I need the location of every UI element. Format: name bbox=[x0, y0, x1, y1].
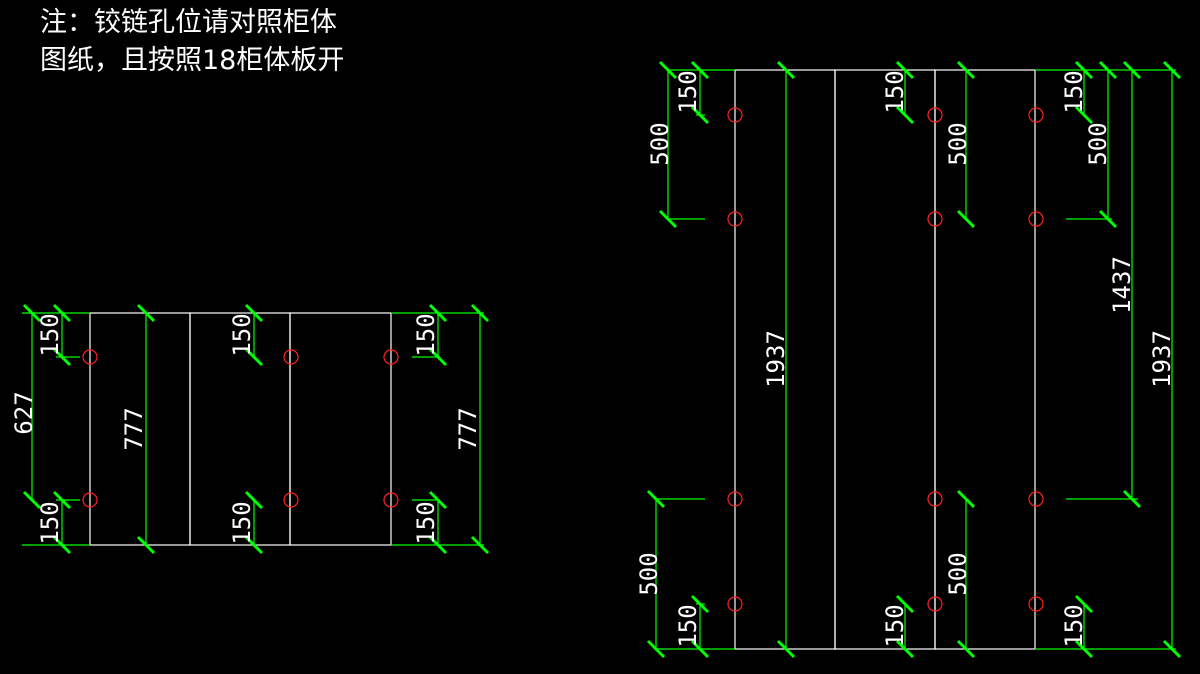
hinge-hole bbox=[1028, 211, 1044, 227]
large-right-dimension: 150 500 1437 1937 150 bbox=[1036, 60, 1182, 659]
hinge-hole bbox=[727, 107, 743, 123]
hinge-hole bbox=[727, 491, 743, 507]
dim-label: 150 bbox=[228, 313, 256, 356]
hinge-hole bbox=[383, 349, 399, 365]
hinge-hole bbox=[383, 492, 399, 508]
large-mid-dimension: 150 500 500 150 bbox=[881, 60, 976, 659]
hinge-hole bbox=[727, 596, 743, 612]
hinge-hole bbox=[927, 596, 943, 612]
dim-label: 150 bbox=[1060, 604, 1088, 647]
hinge-hole bbox=[283, 349, 299, 365]
note-text: 注：铰链孔位请对照柜体 图纸，且按照18柜体板开 bbox=[40, 4, 344, 80]
hinge-hole bbox=[927, 211, 943, 227]
dim-label: 500 bbox=[635, 552, 663, 595]
hinge-hole bbox=[1028, 491, 1044, 507]
hinge-hole bbox=[1028, 596, 1044, 612]
note-line-1: 注：铰链孔位请对照柜体 bbox=[40, 7, 337, 38]
note-line-2: 图纸，且按照18柜体板开 bbox=[40, 45, 345, 76]
hinge-hole bbox=[1028, 107, 1044, 123]
hinge-hole bbox=[283, 492, 299, 508]
dim-label: 150 bbox=[36, 501, 64, 544]
hinge-hole bbox=[82, 349, 98, 365]
large-board-3 bbox=[934, 69, 1036, 650]
dim-label: 150 bbox=[674, 604, 702, 647]
dim-label: 500 bbox=[1084, 122, 1112, 165]
dim-label: 1937 bbox=[1148, 330, 1176, 388]
small-mid-dimension: 150 150 bbox=[228, 303, 264, 555]
dim-label: 1937 bbox=[762, 330, 790, 388]
dim-label: 150 bbox=[674, 70, 702, 113]
hinge-hole bbox=[927, 491, 943, 507]
large-board-2 bbox=[834, 69, 936, 650]
dim-label: 500 bbox=[944, 122, 972, 165]
large-left-dimension-bottom: 500 150 bbox=[635, 489, 735, 659]
dim-label: 150 bbox=[412, 501, 440, 544]
dim-label: 150 bbox=[412, 313, 440, 356]
dim-label: 150 bbox=[881, 604, 909, 647]
dim-label: 777 bbox=[120, 407, 148, 450]
hinge-hole bbox=[727, 211, 743, 227]
small-total-dimension-left: 777 bbox=[120, 303, 156, 555]
hinge-hole bbox=[927, 107, 943, 123]
small-right-dimension: 150 150 777 bbox=[391, 303, 490, 555]
small-board-3 bbox=[289, 312, 392, 546]
small-cabinet: 150 627 150 777 150 150 bbox=[10, 303, 490, 555]
large-left-dimension-top: 150 500 bbox=[646, 60, 735, 229]
small-left-dimension: 150 627 150 bbox=[10, 303, 90, 555]
dim-label: 150 bbox=[36, 313, 64, 356]
hinge-hole bbox=[82, 492, 98, 508]
dim-label: 500 bbox=[646, 122, 674, 165]
dim-label: 150 bbox=[881, 70, 909, 113]
dim-label: 777 bbox=[454, 407, 482, 450]
large-total-dimension-left: 1937 bbox=[762, 60, 796, 659]
dim-label: 150 bbox=[228, 501, 256, 544]
dim-label: 500 bbox=[944, 552, 972, 595]
dim-label: 150 bbox=[1060, 70, 1088, 113]
dim-label: 627 bbox=[10, 391, 38, 434]
large-cabinet: 150 500 1937 500 150 bbox=[635, 60, 1182, 659]
dim-label: 1437 bbox=[1108, 256, 1136, 314]
